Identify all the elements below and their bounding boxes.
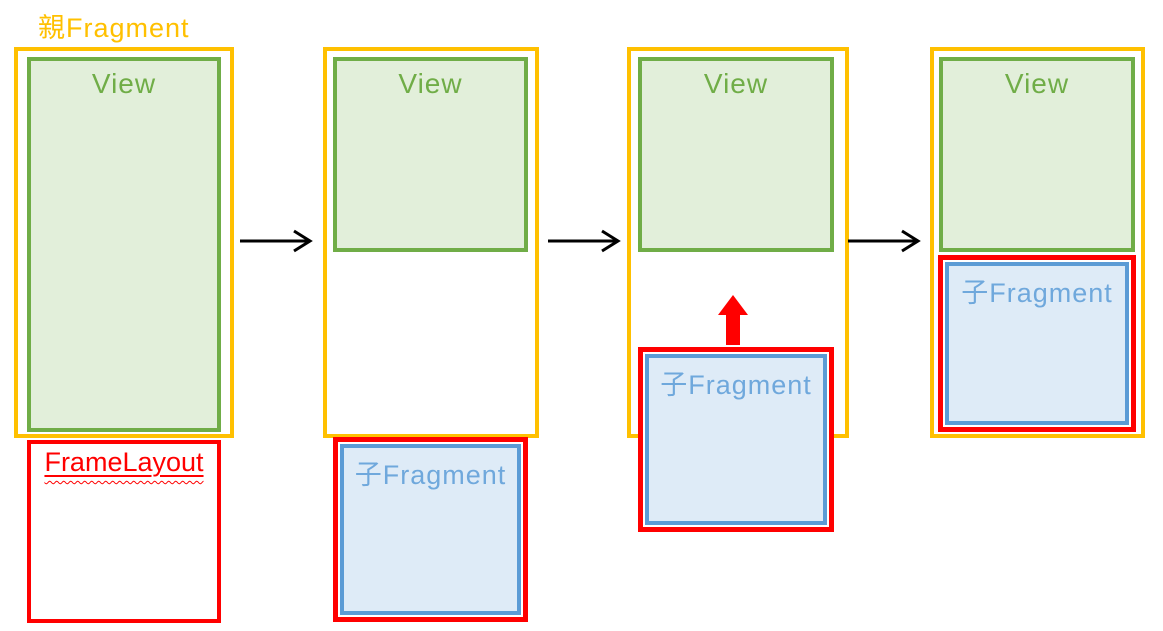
stage-4-child-fragment-box: 子Fragment xyxy=(938,255,1136,432)
stage-1-view-box: View xyxy=(27,57,221,432)
stage-4-child-fragment-label: 子Fragment xyxy=(961,278,1113,308)
stage-4-view-box: View xyxy=(939,57,1135,252)
stage-4-view-label: View xyxy=(1004,68,1070,99)
stage-1-framelayout-label: FrameLayout xyxy=(44,447,204,477)
up-arrow-icon xyxy=(718,295,748,345)
right-arrow-icon xyxy=(238,228,320,254)
stage-3-view-label: View xyxy=(703,68,769,99)
stage-1-framelayout-box: FrameLayout xyxy=(27,440,221,623)
stage-2-view-box: View xyxy=(333,57,528,252)
stage-3-child-fragment-box: 子Fragment xyxy=(638,347,834,532)
right-arrow-icon xyxy=(546,228,628,254)
framelayout-label-underline: FrameLayout xyxy=(44,447,203,478)
stage-3-view-box: View xyxy=(638,57,834,252)
right-arrow-icon xyxy=(846,228,928,254)
stage-2-view-label: View xyxy=(398,68,463,99)
stage-2-child-fragment-box: 子Fragment xyxy=(333,437,528,622)
stage-4-child-fragment-inner: 子Fragment xyxy=(945,262,1129,425)
stage-2-child-fragment-label: 子Fragment xyxy=(354,460,507,490)
stage-3-child-fragment-label: 子Fragment xyxy=(660,370,812,400)
stage-1-view-label: View xyxy=(91,68,157,99)
stage-2-child-fragment-inner: 子Fragment xyxy=(340,444,521,615)
stage-3-child-fragment-inner: 子Fragment xyxy=(645,354,827,525)
parent-fragment-title: 親Fragment xyxy=(38,13,190,43)
